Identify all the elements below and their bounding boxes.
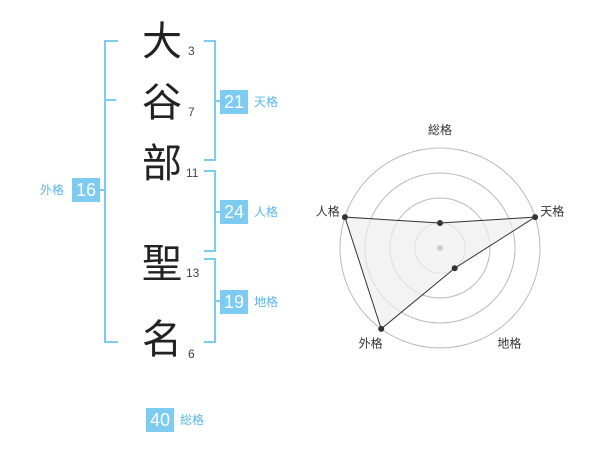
radar-axis-label-3: 外格 [359, 335, 383, 350]
name-char-1: 大 [142, 19, 182, 65]
radar-point-3 [378, 325, 385, 332]
radar-points [341, 214, 539, 332]
soukaku-label: 総格 [180, 413, 205, 427]
stroke-count-5: 6 [188, 347, 195, 361]
gaikaku-connector [98, 189, 106, 191]
name-char-5: 名 [142, 317, 182, 363]
chikaku-value: 19 [220, 290, 248, 314]
radar-point-0 [437, 220, 443, 226]
jinkaku-connector [214, 211, 222, 213]
gaikaku-value: 16 [72, 178, 100, 202]
radar-axis-label-4: 人格 [316, 204, 340, 219]
gaikaku-bracket [104, 40, 118, 343]
jinkaku-value: 24 [220, 200, 248, 224]
jinkaku-label: 人格 [254, 205, 279, 219]
chikaku-label: 地格 [254, 295, 279, 309]
tenkaku-label: 天格 [254, 95, 279, 109]
stroke-count-4: 13 [186, 266, 200, 280]
stroke-count-2: 7 [188, 105, 195, 119]
radar-score-polygon [344, 216, 536, 330]
radar-point-4 [341, 214, 348, 221]
radar-axis-label-2: 地格 [497, 335, 521, 350]
gaikaku-label: 外格 [40, 183, 65, 197]
radar-point-2 [451, 265, 458, 272]
name-char-3: 部 [142, 141, 182, 187]
radar-ring-4 [339, 147, 541, 349]
tenkaku-connector [214, 100, 222, 102]
radar-point-1 [532, 214, 539, 221]
soukaku-value: 40 [146, 408, 174, 432]
name-char-2: 谷 [142, 80, 182, 126]
gaikaku-bracket-tick [104, 99, 116, 101]
chikaku-connector [214, 300, 222, 302]
tenkaku-value: 21 [220, 90, 248, 114]
radar-center-dot [437, 245, 443, 251]
radar-axis-label-1: 天格 [540, 204, 564, 219]
name-char-4: 聖 [142, 241, 182, 287]
radar-axis-label-0: 総格 [428, 122, 452, 137]
stroke-count-3: 11 [186, 166, 199, 180]
stroke-count-1: 3 [188, 44, 195, 58]
